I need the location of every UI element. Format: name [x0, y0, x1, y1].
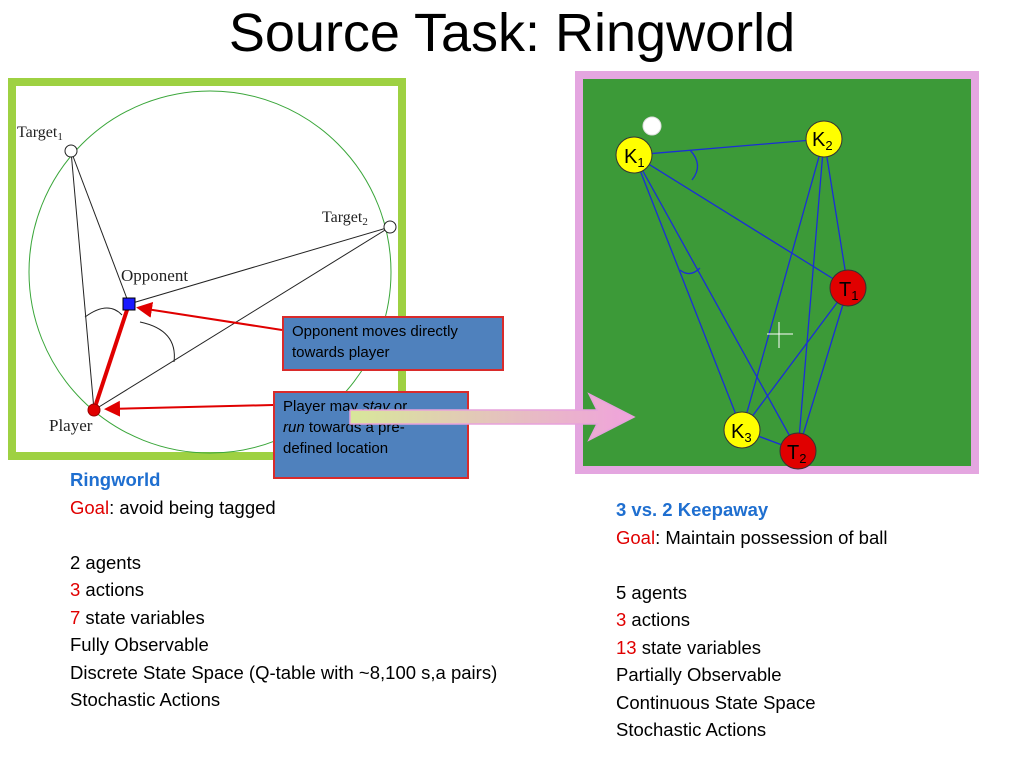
opponent-marker — [122, 297, 136, 311]
keepaway-agents: 5 agents — [616, 581, 687, 603]
keepaway-panel — [575, 71, 979, 474]
k1-player — [615, 136, 653, 174]
ringworld-goal: Goal: avoid being tagged — [70, 496, 276, 518]
ringworld-agents: 2 agents — [70, 551, 141, 573]
ringworld-state-space: Discrete State Space (Q-table with ~8,10… — [70, 661, 498, 683]
target1-marker — [64, 144, 78, 158]
target2-marker — [383, 220, 397, 234]
ringworld-heading: Ringworld — [70, 469, 161, 490]
opponent-target2-line — [128, 226, 391, 305]
player-target2-line — [93, 226, 391, 411]
k3-label: K3 — [731, 421, 752, 445]
k2-t1-line — [823, 138, 849, 289]
player-pointer-arrow — [104, 400, 274, 417]
target2-label: Target2 — [322, 209, 368, 228]
keepaway-heading: 3 vs. 2 Keepaway — [616, 499, 769, 520]
page-title: Source Task: Ringworld — [228, 3, 796, 63]
keepaway-stochastic: Stochastic Actions — [616, 719, 767, 740]
keepaway-actions: 3 actions — [616, 609, 691, 630]
keepaway-observability: Partially Observable — [616, 664, 782, 685]
k3-player — [723, 411, 761, 449]
opponent-pointer-arrow — [136, 301, 283, 331]
t1-player — [829, 269, 867, 307]
k2-t2-line — [797, 138, 825, 452]
k1-t2-line — [633, 154, 799, 452]
opponent-callout-text: Opponent moves directly towards player — [292, 323, 458, 361]
angle-arc-large — [139, 321, 175, 363]
t1-k3-line — [741, 287, 849, 431]
angle-arc-small — [84, 307, 123, 318]
target1-label: Target1 — [17, 124, 63, 143]
opponent-callout: Opponent moves directly towards player — [282, 316, 504, 371]
ringworld-description: Ringworld Goal: avoid being tagged 2 age… — [70, 466, 497, 714]
k1-k2-line — [633, 138, 825, 156]
ringworld-observability: Fully Observable — [70, 634, 209, 655]
t2-player — [779, 432, 817, 470]
opponent-label: Opponent — [121, 266, 188, 285]
player-opponent-line — [92, 303, 131, 411]
ring-circle — [28, 90, 392, 454]
t1-t2-line — [797, 287, 849, 452]
keepaway-description: 3 vs. 2 Keepaway Goal: Maintain possessi… — [616, 496, 887, 744]
keepaway-goal: Goal: Maintain possession of ball — [616, 526, 888, 548]
keepaway-state-vars: 13 state variables — [616, 636, 762, 658]
k1-label: K1 — [624, 146, 645, 170]
angle-arc-lower — [679, 267, 701, 275]
k1-k3-line — [633, 154, 743, 431]
transfer-arrow — [349, 392, 636, 442]
opponent-target1-line — [70, 150, 130, 305]
player-label: Player — [49, 416, 93, 435]
k2-k3-line — [741, 138, 825, 431]
ball — [642, 116, 662, 136]
k2-player — [805, 120, 843, 158]
t1-label: T1 — [839, 279, 858, 303]
keepaway-state-space: Continuous State Space — [616, 691, 816, 713]
k1-t1-line — [633, 154, 849, 289]
ringworld-state-vars: 7 state variables — [70, 606, 205, 628]
player-callout-line3: defined location — [283, 440, 389, 457]
angle-arc-upper — [689, 149, 699, 181]
player-marker — [87, 403, 101, 417]
t2-label: T2 — [787, 442, 806, 466]
ringworld-actions: 3 actions — [70, 579, 145, 600]
player-target1-line — [70, 150, 95, 411]
k2-label: K2 — [812, 129, 833, 153]
ringworld-stochastic: Stochastic Actions — [70, 689, 221, 710]
